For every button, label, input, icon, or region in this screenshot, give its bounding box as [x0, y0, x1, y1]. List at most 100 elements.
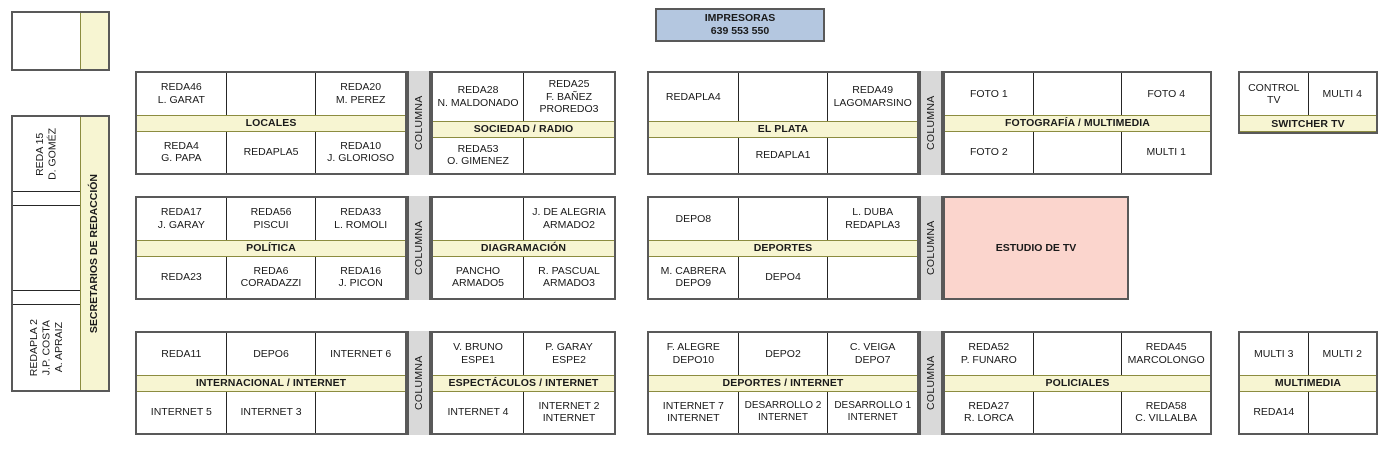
- unit-deportes-top-row: DEPO8 L. DUBA REDAPLA3: [649, 198, 917, 240]
- desk-cell[interactable]: [316, 392, 405, 434]
- desk-cell[interactable]: DESARROLLO 1 INTERNET: [834, 400, 912, 424]
- desk-cell[interactable]: [739, 73, 829, 121]
- unit-el-plata[interactable]: REDAPLA4 REDA49 LAGOMARSINO EL PLATA RED…: [647, 71, 919, 175]
- desk-cell[interactable]: INTERNET 3: [227, 391, 317, 433]
- desk-cell[interactable]: DEPO4: [739, 256, 829, 298]
- unit-espectaculos-internet[interactable]: V. BRUNO ESPE1 P. GARAY ESPE2 ESPECTÁCUL…: [431, 331, 616, 435]
- desk-cell[interactable]: REDA17 J. GARAY: [137, 198, 227, 240]
- desk-cell[interactable]: [828, 257, 917, 299]
- unit-deportes[interactable]: DEPO8 L. DUBA REDAPLA3 DEPORTES M. CABRE…: [647, 196, 919, 300]
- desk-cell[interactable]: [649, 137, 739, 173]
- desk-cell[interactable]: PANCHO ARMADO5: [433, 256, 524, 298]
- desk-cell[interactable]: REDA45 MARCOLONGO: [1127, 341, 1205, 366]
- desk-cell[interactable]: REDA56 PISCUI: [227, 198, 317, 240]
- desk-cell[interactable]: FOTO 4: [1147, 87, 1186, 100]
- desk-cell[interactable]: REDA53 O. GIMENEZ: [433, 137, 524, 173]
- desk-cell[interactable]: DEPO2: [739, 333, 829, 375]
- desk-cell[interactable]: CONTROL TV: [1240, 73, 1309, 115]
- group-locales-sociedad: REDA46 L. GARAT REDA20 M. PEREZ LOCALES …: [135, 71, 616, 175]
- desk-cell[interactable]: REDA33 L. ROMOLI: [334, 206, 388, 231]
- unit-fotografia-multimedia[interactable]: FOTO 1 FOTO 4 FOTOGRAFÍA / MULTIMEDIA FO…: [943, 71, 1212, 175]
- desk-cell[interactable]: L. DUBA REDAPLA3: [845, 206, 901, 231]
- desk-cell[interactable]: R. PASCUAL ARMADO3: [538, 264, 600, 290]
- desk-cell[interactable]: DESARROLLO 2 INTERNET: [739, 391, 829, 433]
- desk-cell[interactable]: P. GARAY ESPE2: [545, 341, 593, 366]
- unit-locales[interactable]: REDA46 L. GARAT REDA20 M. PEREZ LOCALES …: [135, 71, 407, 175]
- desk-cell[interactable]: REDA52 P. FUNARO: [945, 333, 1034, 375]
- desk-cell[interactable]: INTERNET 5: [137, 391, 227, 433]
- desk-cell[interactable]: [739, 198, 829, 240]
- band-deportes-internet: DEPORTES / INTERNET: [649, 374, 917, 392]
- unit-deportes-internet[interactable]: F. ALEGRE DEPO10 DEPO2 C. VEIGA DEPO7 DE…: [647, 331, 919, 435]
- desk-cell[interactable]: INTERNET 7 INTERNET: [649, 391, 739, 433]
- desk-cell[interactable]: REDA14: [1240, 391, 1309, 433]
- group-internacional-espectaculos: REDA11 DEPO6 INTERNET 6 INTERNACIONAL / …: [135, 331, 616, 435]
- band-sociedad-radio: SOCIEDAD / RADIO: [433, 120, 614, 138]
- unit-policiales[interactable]: REDA52 P. FUNARO REDA45 MARCOLONGO POLIC…: [943, 331, 1212, 435]
- unit-politica[interactable]: REDA17 J. GARAY REDA56 PISCUI REDA33 L. …: [135, 196, 407, 300]
- desk-cell[interactable]: REDA46 L. GARAT: [137, 73, 227, 115]
- unit-switcher-tv[interactable]: CONTROL TV MULTI 4 SWITCHER TV: [1238, 71, 1378, 134]
- desk-cell[interactable]: REDA27 R. LORCA: [945, 391, 1034, 433]
- desk-cell[interactable]: REDA28 N. MALDONADO: [433, 73, 524, 121]
- desk-cell[interactable]: [828, 138, 917, 173]
- unit-diagramacion[interactable]: J. DE ALEGRIA ARMADO2 DIAGRAMACIÓN PANCH…: [431, 196, 616, 300]
- desk-cell[interactable]: REDA20 M. PEREZ: [335, 81, 386, 106]
- desk-cell[interactable]: [1309, 392, 1377, 434]
- desk-cell[interactable]: REDAPLA4: [649, 73, 739, 121]
- desk-cell[interactable]: REDA11: [137, 333, 227, 375]
- desk-cell[interactable]: REDAPLA5: [227, 131, 317, 173]
- unit-internacional-internet[interactable]: REDA11 DEPO6 INTERNET 6 INTERNACIONAL / …: [135, 331, 407, 435]
- unit-sociedad-radio[interactable]: REDA28 N. MALDONADO REDA25 F. BAÑEZ PROR…: [431, 71, 616, 175]
- desk-cell[interactable]: MULTI 4: [1322, 87, 1362, 100]
- group-deportesinternet-policiales: F. ALEGRE DEPO10 DEPO2 C. VEIGA DEPO7 DE…: [647, 331, 1212, 435]
- desk-cell[interactable]: MULTI 3: [1240, 333, 1309, 375]
- room-estudio-de-tv[interactable]: ESTUDIO DE TV: [943, 196, 1129, 300]
- desk-cell[interactable]: REDAPLA1: [739, 137, 829, 173]
- sidebar-desk-2[interactable]: [13, 192, 80, 206]
- sidebar-secretarios-redaccion[interactable]: REDA 15 D. GOMÉZ REDAPLA 2 J.P. COSTA A.…: [11, 115, 110, 392]
- desk-cell[interactable]: M. CABRERA DEPO9: [649, 256, 739, 298]
- sidebar-desk-4[interactable]: [13, 291, 80, 305]
- group-politica-diagramacion: REDA17 J. GARAY REDA56 PISCUI REDA33 L. …: [135, 196, 616, 300]
- desk-cell[interactable]: INTERNET 6: [330, 347, 392, 360]
- desk-cell[interactable]: MULTI 2: [1322, 347, 1362, 360]
- desk-cell[interactable]: [1034, 73, 1123, 115]
- desk-cell[interactable]: REDA10 J. GLORIOSO: [327, 139, 395, 165]
- desk-cell[interactable]: [227, 73, 317, 115]
- desk-cell[interactable]: REDA23: [137, 256, 227, 298]
- sidebar-desk-1[interactable]: REDA 15 D. GOMÉZ: [13, 117, 80, 192]
- sidebar-desk-3[interactable]: [13, 206, 80, 291]
- desk-cell[interactable]: F. ALEGRE DEPO10: [649, 333, 739, 375]
- desk-cell[interactable]: REDA58 C. VILLALBA: [1135, 399, 1198, 425]
- desk-cell[interactable]: REDA25 F. BAÑEZ PROREDO3: [539, 78, 599, 116]
- desk-cell[interactable]: REDA16 J. PICON: [338, 264, 383, 290]
- desk-cell[interactable]: INTERNET 2 INTERNET: [538, 399, 600, 425]
- desk-cell[interactable]: MULTI 1: [1146, 146, 1186, 159]
- unit-internacional-top-row: REDA11 DEPO6 INTERNET 6: [137, 333, 405, 375]
- desk-cell[interactable]: C. VEIGA DEPO7: [849, 341, 896, 366]
- printers-title: IMPRESORAS: [704, 11, 776, 24]
- unit-multimedia[interactable]: MULTI 3 MULTI 2 MULTIMEDIA REDA14: [1238, 331, 1378, 435]
- sidebar-desk-5[interactable]: REDAPLA 2 J.P. COSTA A. APRAIZ: [13, 305, 80, 390]
- desk-cell[interactable]: V. BRUNO ESPE1: [433, 333, 524, 375]
- desk-cell[interactable]: J. DE ALEGRIA ARMADO2: [532, 206, 606, 231]
- unit-locales-top-row: REDA46 L. GARAT REDA20 M. PEREZ: [137, 73, 405, 115]
- desk-cell[interactable]: REDA6 CORADAZZI: [227, 256, 317, 298]
- desk-cell[interactable]: FOTO 1: [945, 73, 1034, 115]
- unit-espectaculos-top-row: V. BRUNO ESPE1 P. GARAY ESPE2: [433, 333, 614, 375]
- desk-cell[interactable]: [1034, 391, 1123, 433]
- desk-cell[interactable]: DEPO8: [649, 198, 739, 240]
- desk-cell[interactable]: [1034, 333, 1123, 375]
- desk-cell[interactable]: REDA49 LAGOMARSINO: [833, 84, 912, 109]
- desk-cell[interactable]: [433, 198, 524, 240]
- desk-cell[interactable]: [524, 138, 614, 173]
- desk-cell[interactable]: [1034, 131, 1123, 173]
- desk-cell[interactable]: REDA4 G. PAPA: [137, 131, 227, 173]
- printers-header[interactable]: IMPRESORAS 639 553 550: [655, 8, 825, 42]
- desk-cell[interactable]: DEPO6: [227, 333, 317, 375]
- corner-empty-box[interactable]: [11, 11, 110, 71]
- desk-cell[interactable]: FOTO 2: [945, 131, 1034, 173]
- desk-cell[interactable]: INTERNET 4: [433, 391, 524, 433]
- printers-codes: 639 553 550: [710, 25, 770, 37]
